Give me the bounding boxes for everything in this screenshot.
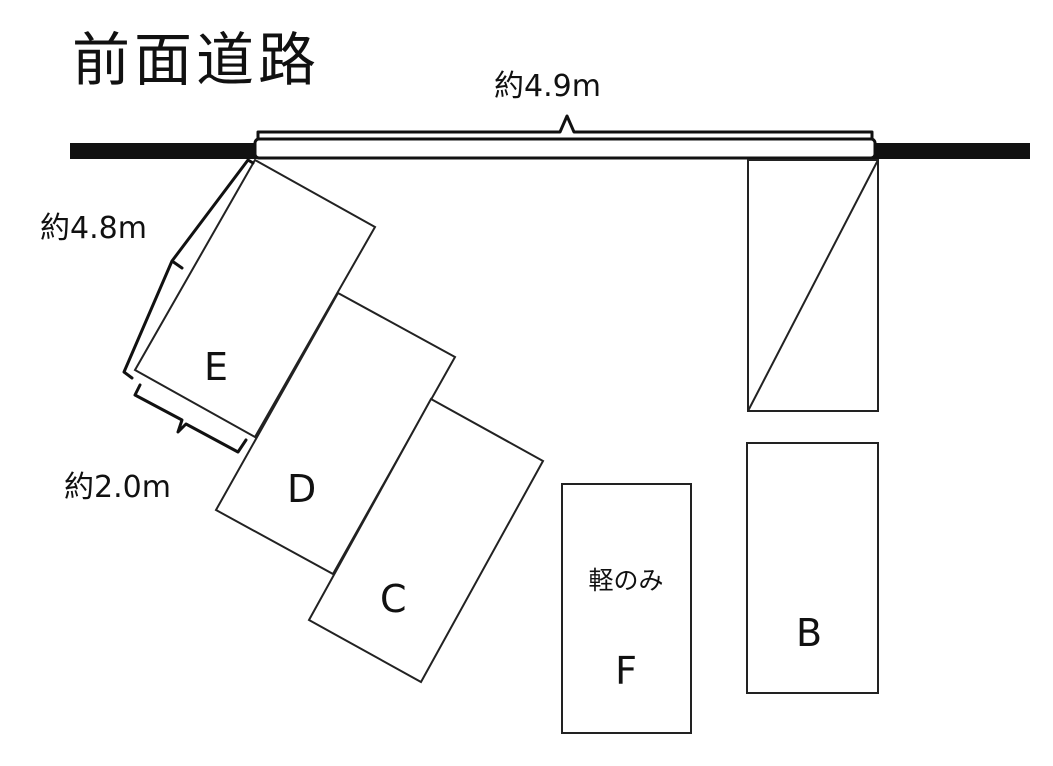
parking-slot-c-label: C xyxy=(380,577,407,621)
slot-width-label: 約2.0m xyxy=(64,470,171,505)
parking-slot-b: B xyxy=(746,442,879,694)
road-width-label: 約4.9m xyxy=(494,69,601,104)
parking-slot-b-label: B xyxy=(796,611,822,655)
parking-slot-f: 軽のみ F xyxy=(561,483,692,734)
parking-slot-f-label: F xyxy=(615,649,637,693)
parking-slot-b-outline xyxy=(746,442,879,694)
road-width-bracket xyxy=(256,114,874,140)
unavailable-space-diagonal xyxy=(747,159,879,412)
parking-slot-d-outline xyxy=(214,291,457,576)
parking-slot-f-note: 軽のみ xyxy=(588,566,663,595)
slot-width-bracket xyxy=(133,383,248,454)
road-entrance-opening xyxy=(253,137,877,160)
parking-slot-e-outline xyxy=(133,158,377,439)
page-title: 前面道路 xyxy=(72,26,320,94)
parking-slot-f-outline xyxy=(561,483,692,734)
slot-length-label: 約4.8m xyxy=(40,211,147,246)
unavailable-space xyxy=(747,159,879,412)
parking-slot-e: E xyxy=(133,158,377,439)
parking-slot-d-label: D xyxy=(287,467,316,511)
parking-slot-e-label: E xyxy=(204,345,228,389)
parking-slot-d: D xyxy=(214,291,457,576)
parking-slot-c-outline xyxy=(307,397,545,684)
slot-length-bracket xyxy=(122,158,255,380)
parking-slot-c: C xyxy=(307,397,545,684)
